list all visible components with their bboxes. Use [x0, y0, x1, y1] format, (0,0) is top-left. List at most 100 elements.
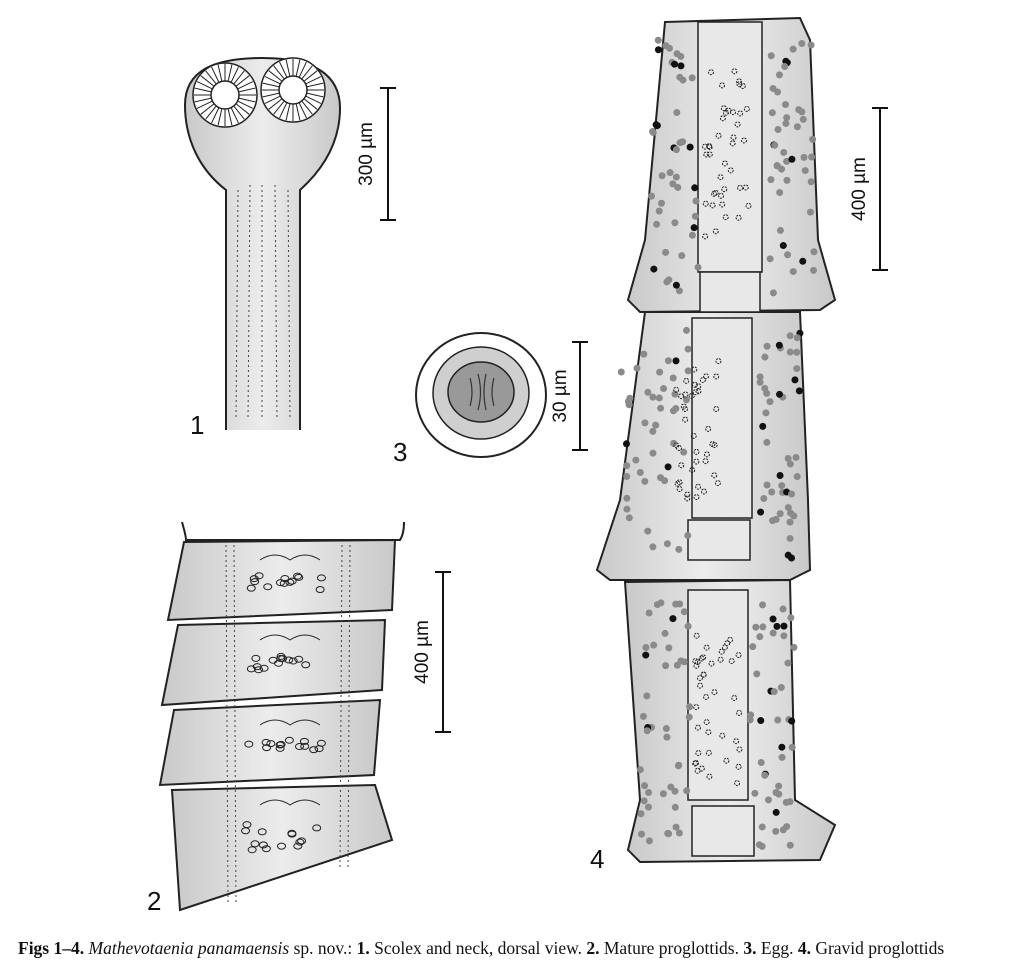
- testis-dot: [791, 376, 799, 384]
- testis-dot: [788, 717, 796, 725]
- testis-dot: [657, 404, 665, 412]
- sucker-ray: [217, 108, 223, 126]
- sucker-ray: [237, 81, 254, 90]
- testis: [294, 655, 304, 663]
- sucker-ray: [305, 95, 322, 104]
- testis-dot: [633, 364, 641, 372]
- sucker-ray: [295, 59, 301, 77]
- testis-dot: [795, 387, 803, 395]
- testis: [284, 656, 294, 664]
- egg-dot: [693, 704, 700, 711]
- testis-dot: [761, 771, 769, 779]
- testis-dot: [672, 823, 680, 831]
- testis-dot: [769, 629, 777, 637]
- testis-dot: [623, 505, 631, 513]
- testis-dot: [682, 396, 690, 404]
- testis-dot: [622, 440, 630, 448]
- testis-dot: [777, 684, 785, 692]
- egg-dot: [693, 448, 700, 455]
- testis: [294, 573, 304, 581]
- testis-dot: [626, 394, 634, 402]
- testis-dot: [666, 169, 674, 177]
- egg-dot: [718, 648, 725, 655]
- testis-dot: [645, 837, 653, 845]
- testis-dot: [637, 810, 645, 818]
- testis-dot: [623, 462, 631, 470]
- testis-dot: [800, 153, 808, 161]
- sucker-ray: [205, 105, 217, 120]
- testis-dot: [756, 633, 764, 641]
- sucker-ray: [233, 105, 245, 120]
- egg-dot: [700, 671, 707, 678]
- testis: [244, 740, 254, 748]
- fig2-scale-bar: [435, 571, 451, 733]
- egg-dot: [720, 105, 727, 112]
- testis-dot: [662, 662, 670, 670]
- testis-dot: [671, 219, 679, 227]
- egg-dot: [702, 233, 709, 240]
- sucker-ray: [235, 75, 250, 87]
- fig1-scale-label: 300 µm: [356, 122, 377, 186]
- caption-item-num: 1.: [356, 938, 370, 958]
- fig4-eggs-and-testes: [617, 36, 818, 850]
- testis-dot: [661, 629, 669, 637]
- fig1-scale-bar: [380, 87, 396, 221]
- testis-dot: [799, 257, 807, 265]
- sucker-ray: [273, 65, 285, 80]
- testis-dot: [784, 455, 792, 463]
- testis-dot: [675, 287, 683, 295]
- fig4-number: 4: [590, 844, 604, 874]
- testis: [314, 745, 324, 753]
- testis-dot: [644, 527, 652, 535]
- testis-dot: [664, 463, 672, 471]
- testis: [254, 572, 264, 580]
- testis-dot: [756, 373, 764, 381]
- testis-dot: [768, 109, 776, 117]
- egg-dot: [699, 376, 706, 383]
- testis-dot: [645, 609, 653, 617]
- egg-dot: [736, 746, 743, 753]
- sucker-ray: [306, 92, 324, 98]
- testis-dot: [677, 62, 685, 70]
- sucker-ray: [303, 70, 318, 82]
- testis-dot: [680, 448, 688, 456]
- egg-dot: [739, 82, 746, 89]
- testis-dot: [650, 265, 658, 273]
- testis: [293, 572, 303, 580]
- egg-dot: [713, 405, 720, 412]
- sucker-ray: [262, 92, 280, 98]
- testis-dot: [779, 242, 787, 250]
- testis-dot: [644, 388, 652, 396]
- testis-dot: [654, 36, 662, 44]
- testis-dot: [774, 125, 782, 133]
- testis-dot: [674, 762, 682, 770]
- egg-dot: [696, 675, 703, 682]
- testis-dot: [669, 374, 677, 382]
- testis-dot: [673, 109, 681, 117]
- testis-dot: [781, 63, 789, 71]
- testis-dot: [786, 534, 794, 542]
- testis: [254, 666, 264, 674]
- testis-dot: [669, 615, 677, 623]
- sucker-ray: [298, 102, 307, 119]
- egg-dot: [694, 659, 701, 666]
- testis-dot: [780, 632, 788, 640]
- egg-dot: [714, 480, 721, 487]
- testis-dot: [682, 326, 690, 334]
- testis-dot: [688, 231, 696, 239]
- egg-dot: [683, 377, 690, 384]
- sucker-ray: [238, 87, 256, 93]
- egg-dot: [736, 709, 743, 716]
- caption-lead: Figs 1–4.: [18, 938, 85, 958]
- testis: [301, 661, 311, 669]
- testis-dot: [643, 692, 651, 700]
- testis-dot: [691, 212, 699, 220]
- testis: [275, 744, 285, 752]
- testis-dot: [782, 798, 790, 806]
- egg-dot: [705, 749, 712, 756]
- testis-dot: [775, 782, 783, 790]
- caption-item-num: 2.: [586, 938, 600, 958]
- testis-dot: [647, 192, 655, 200]
- testis-dot: [780, 622, 788, 630]
- testis-dot: [665, 276, 673, 284]
